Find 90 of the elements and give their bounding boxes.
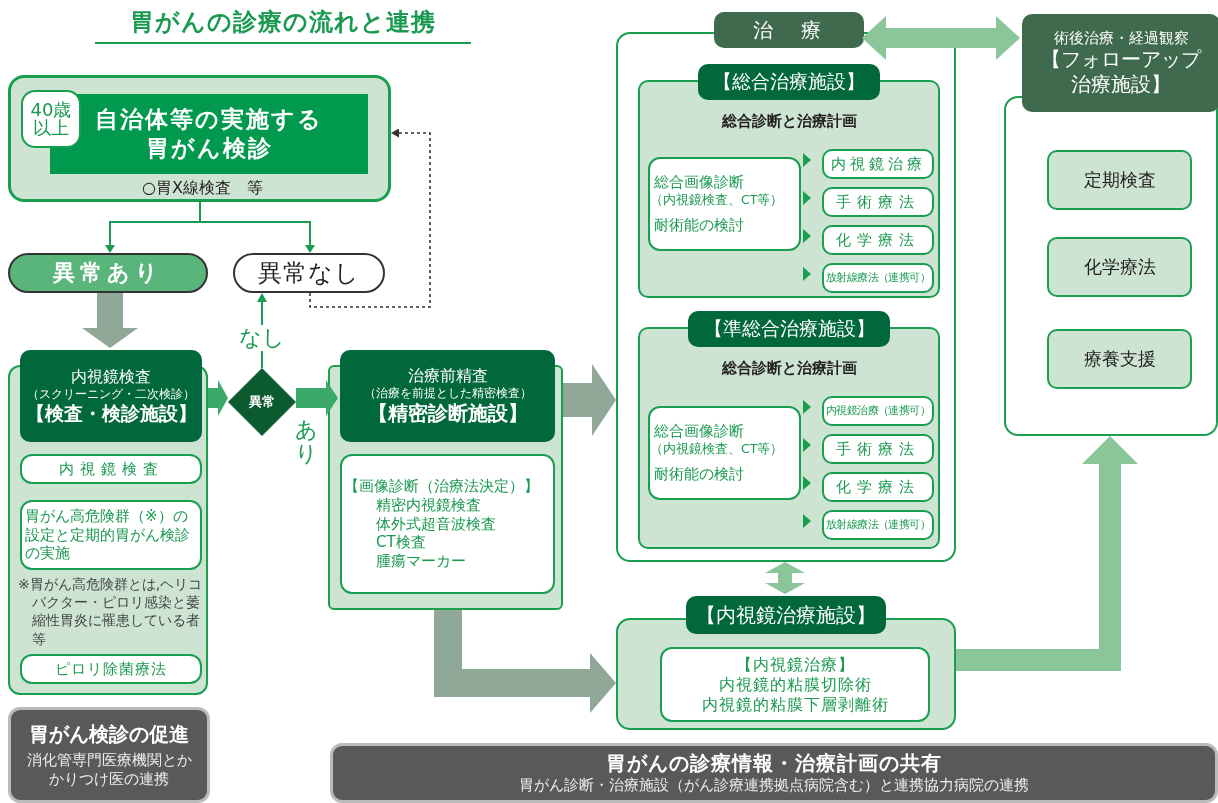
header-box	[340, 350, 555, 442]
note-text: ※胃がん高危険群とは,ヘリコバクター・ピロリ感染と萎縮性胃炎に罹患している者等	[18, 575, 204, 648]
procedure-text: 内視鏡的粘膜下層剥離術	[701, 694, 889, 715]
arrow	[563, 364, 616, 436]
diagnosis-text: 耐術能の検討	[654, 215, 744, 235]
header-text: 内視鏡検査	[71, 366, 151, 387]
item-box	[20, 654, 202, 684]
item-text: 内視鏡検査	[58, 459, 164, 479]
followup-item	[1047, 237, 1192, 297]
diagnosis-box	[648, 157, 801, 251]
promotion-box	[8, 707, 210, 803]
header-text: 治療前精査	[407, 366, 488, 386]
banner-text: 胃がん診断・治療施設（がん診療連携拠点病院含む）と連携協力病院の連携	[519, 776, 1029, 795]
treatment-item	[822, 149, 934, 179]
procedure-text: 内視鏡的粘膜切除術	[718, 674, 872, 695]
diagnosis-text: （内視鏡検査、CT等）	[650, 441, 784, 457]
box-text: 消化管専門医療機関とかかりつけ医の連携	[25, 750, 193, 789]
diagnosis-text: （内視鏡検査、CT等）	[650, 192, 784, 208]
followup-item	[1047, 150, 1192, 210]
heading-tab: 【総合治療施設】	[698, 64, 880, 100]
node-text: 手術療法	[836, 439, 920, 459]
heading-tab: 【準総合治療施設】	[688, 311, 890, 347]
pill-text: 異常あり	[53, 259, 163, 287]
item-text: 化学療法	[1083, 255, 1156, 279]
age-badge	[21, 90, 81, 148]
sharing-banner	[330, 743, 1218, 803]
subtitle: 総合診断と治療計画	[720, 112, 858, 131]
node-text: 放射線療法（連携可）	[826, 518, 930, 532]
arrow	[765, 562, 805, 594]
node-text: 内視鏡治療（連携可）	[826, 404, 930, 418]
result-pill	[233, 253, 385, 293]
item-text: 療養支援	[1083, 347, 1156, 371]
node-text: 化学療法	[836, 477, 920, 497]
list-item: CT検査	[376, 533, 426, 553]
box-text: ○胃X線検査 等	[141, 178, 264, 198]
treatment-item	[822, 187, 934, 217]
treatment-item	[822, 396, 934, 426]
arrow	[434, 610, 616, 713]
node-text: 放射線療法（連携可）	[826, 271, 930, 285]
subtitle: 総合診断と治療計画	[720, 359, 858, 378]
header-text: 【検査・検診施設】	[25, 401, 197, 426]
header-text: （スクリーニング・二次検診）	[27, 386, 195, 402]
box-title: 胃がん検診の促進	[29, 721, 189, 747]
heading-tab: 治 療	[714, 12, 864, 48]
title: 胃がんの診療の流れと連携	[95, 6, 471, 44]
arrow	[199, 201, 315, 253]
list-item: 精密内視鏡検査	[376, 495, 481, 515]
screening-box	[8, 75, 391, 202]
item-text: 定期検査	[1083, 168, 1156, 192]
diagnosis-text: 総合画像診断	[654, 422, 744, 442]
treatment-item	[822, 510, 934, 540]
list-item: 腫瘍マーカー	[376, 552, 466, 571]
treatment-item	[822, 434, 934, 464]
item-text: 胃がん高危険群（※）の設定と定期的胃がん検診の実施	[25, 506, 191, 564]
item-box	[20, 500, 202, 570]
header-text: 自治体等の実施する胃がん検診	[94, 105, 324, 163]
diagnosis-text: 耐術能の検討	[654, 464, 744, 484]
arrow	[296, 380, 338, 416]
procedure-text: 【内視鏡治療】	[735, 654, 855, 675]
header-text: 【精密診断施設】	[367, 401, 528, 426]
diagnosis-box	[648, 406, 801, 500]
diagnosis-text: 総合画像診断	[654, 173, 744, 193]
pill-text: 異常なし	[258, 258, 360, 288]
header-text: 術後治療・経過観察	[1053, 28, 1189, 48]
banner-title: 胃がんの診療情報・治療計画の共有	[606, 751, 942, 777]
node-text: 化学療法	[836, 230, 920, 250]
result-pill	[8, 253, 208, 293]
item-box	[20, 454, 202, 484]
arrow	[208, 380, 228, 416]
treatment-item	[822, 263, 934, 293]
treatment-item	[822, 225, 934, 255]
badge-text: 40歳以上	[29, 101, 73, 137]
item-text: ピロリ除菌療法	[55, 659, 167, 679]
treatment-item	[822, 472, 934, 502]
arrow	[956, 436, 1138, 671]
arrow	[862, 16, 1020, 60]
procedure-box	[660, 647, 930, 722]
header-box	[20, 350, 202, 442]
header-text: （治療を前提とした精密検査）	[363, 386, 532, 401]
arrow	[309, 128, 431, 308]
followup-item	[1047, 329, 1192, 389]
list-box	[340, 454, 555, 594]
heading-tab: 【内視鏡治療施設】	[686, 596, 886, 634]
item-text: 内視鏡治療	[830, 154, 926, 174]
list-heading: 【画像診断（治療法決定）】	[344, 477, 539, 496]
list-item: 体外式超音波検査	[376, 514, 496, 534]
arrow	[82, 293, 138, 348]
header-text: 【フォローアップ治療施設】	[1040, 47, 1203, 98]
diamond-label: 異常	[249, 393, 275, 411]
node-text: 手術療法	[836, 192, 920, 212]
